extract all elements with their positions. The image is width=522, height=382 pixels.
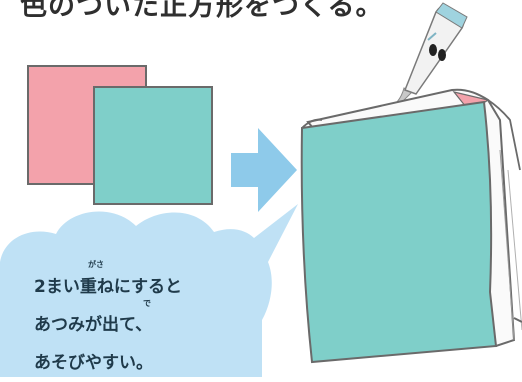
glue-tube-icon — [394, 2, 468, 110]
teal-square — [93, 86, 213, 205]
page-title: 色のついた正方形をつくる。 — [20, 0, 384, 22]
bubble-line-2: あつみが出て、 — [34, 315, 153, 335]
bubble-line-3: あそびやすい。 — [34, 353, 153, 373]
speech-bubble — [0, 204, 298, 377]
bubble-line-1: 2まい重ねにすると — [34, 277, 182, 297]
ruby-de: で — [143, 299, 151, 308]
bubble-text: 2まい重ねにすると あつみが出て、 あそびやすい。 — [34, 268, 254, 382]
right-arrow-icon — [231, 128, 297, 212]
ruby-kasa: がさ — [88, 260, 104, 269]
teal-sheet — [300, 100, 498, 364]
